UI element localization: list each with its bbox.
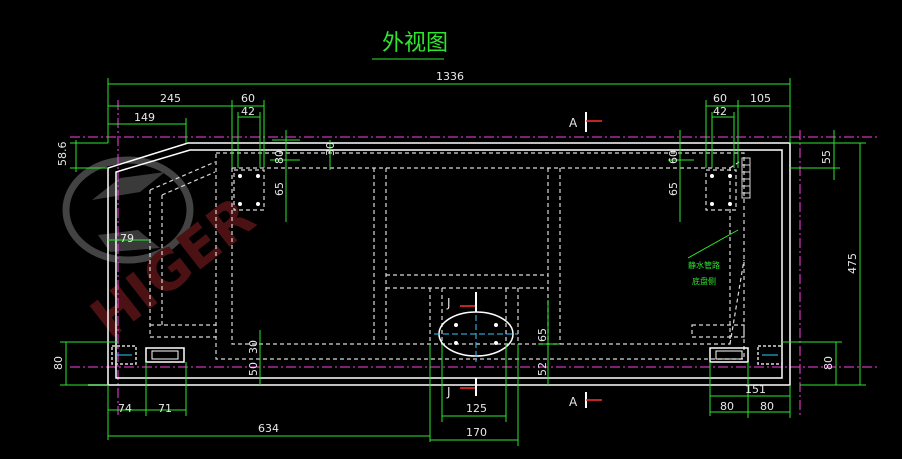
dim-79: 79 bbox=[120, 232, 134, 245]
section-a-bottom: A bbox=[569, 395, 578, 409]
dashed-frame bbox=[149, 152, 745, 360]
dim-inner-80: 80 bbox=[273, 150, 286, 164]
dim-inner-65-ellipse: 65 bbox=[536, 328, 549, 342]
dim-58-6: 58.6 bbox=[56, 142, 69, 167]
dim-125: 125 bbox=[466, 402, 487, 415]
section-j-top: J bbox=[446, 296, 451, 310]
dim-71: 71 bbox=[158, 402, 172, 415]
dimension-labels: 1336 245 149 60 42 60 42 105 74 71 634 1… bbox=[52, 70, 859, 439]
dim-80-right: 80 bbox=[822, 356, 835, 370]
dim-634: 634 bbox=[258, 422, 279, 435]
dim-170: 170 bbox=[466, 426, 487, 439]
section-j-bottom: J bbox=[446, 385, 451, 399]
drawing-title: 外视图 bbox=[382, 31, 448, 56]
dim-inner-30-top: 30 bbox=[324, 142, 337, 156]
dim-60-right: 60 bbox=[713, 92, 727, 105]
mounting-feet bbox=[111, 345, 783, 365]
dim-inner-65-left: 65 bbox=[273, 182, 286, 196]
dim-80-left: 80 bbox=[52, 356, 65, 370]
bolt-holes bbox=[238, 174, 732, 206]
dimension-lines bbox=[60, 78, 866, 446]
dim-80-bottom-right: 80 bbox=[760, 400, 774, 413]
section-a-top: A bbox=[569, 116, 578, 130]
vent-grille bbox=[741, 157, 751, 199]
dim-475: 475 bbox=[846, 253, 859, 274]
section-markers: A A J J bbox=[446, 112, 602, 409]
dim-overall-width: 1336 bbox=[436, 70, 464, 83]
dim-149: 149 bbox=[134, 111, 155, 124]
note-line-2: 底盘侧 bbox=[692, 276, 716, 286]
higer-logo-icon bbox=[62, 156, 194, 264]
higer-logo-mark bbox=[92, 172, 165, 252]
dim-60-left: 60 bbox=[241, 92, 255, 105]
dim-80-bottom-left: 80 bbox=[720, 400, 734, 413]
leader-note: 静水管路 底盘侧 bbox=[687, 229, 739, 286]
note-line-1: 静水管路 bbox=[688, 260, 720, 270]
dim-42-left: 42 bbox=[241, 105, 255, 118]
dim-42-right: 42 bbox=[713, 105, 727, 118]
dim-inner-50: 50 bbox=[247, 362, 260, 376]
dim-inner-30-bottom: 30 bbox=[247, 340, 260, 354]
dim-inner-65-right: 65 bbox=[667, 182, 680, 196]
dim-55: 55 bbox=[820, 150, 833, 164]
dim-105: 105 bbox=[750, 92, 771, 105]
watermark: HIGER bbox=[62, 156, 266, 350]
dim-74: 74 bbox=[118, 402, 132, 415]
dim-151: 151 bbox=[745, 383, 766, 396]
dim-inner-60: 60 bbox=[667, 150, 680, 164]
dim-inner-52: 52 bbox=[536, 362, 549, 376]
dim-245: 245 bbox=[160, 92, 181, 105]
